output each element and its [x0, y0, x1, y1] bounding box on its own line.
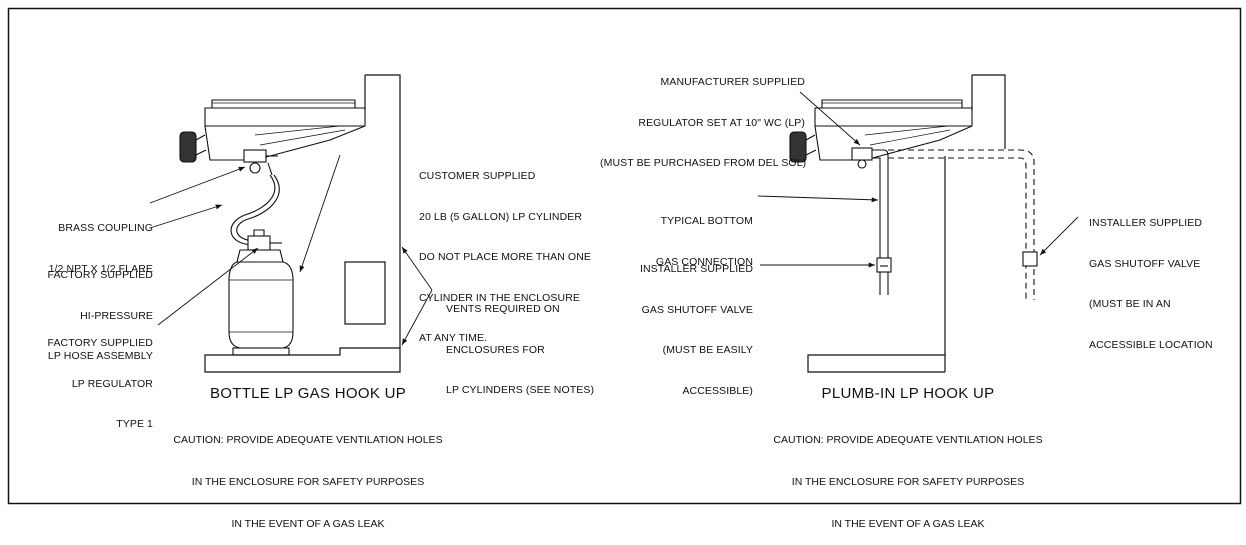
- line-drawing: [7, 7, 1242, 505]
- label-brass-coupling: BRASS COUPLING 1/2 NPT X 1/2 FLARE: [48, 222, 153, 275]
- right-piping: [851, 147, 1038, 300]
- label-regulator: FACTORY SUPPLIED LP REGULATOR TYPE 1: [47, 337, 153, 430]
- label-bottom-connection: TYPICAL BOTTOM GAS CONNECTION: [655, 215, 753, 268]
- label-hose-assembly: FACTORY SUPPLIED HI-PRESSURE LP HOSE ASS…: [47, 269, 153, 362]
- left-grill-head: [179, 99, 366, 163]
- lp-cylinder: [228, 229, 294, 356]
- left-caution: CAUTION: PROVIDE ADEQUATE VENTILATION HO…: [173, 434, 443, 530]
- drawing-frame: BRASS COUPLING 1/2 NPT X 1/2 FLARE FACTO…: [7, 7, 1242, 530]
- right-enclosure: [807, 74, 1006, 373]
- left-leaders: [149, 154, 433, 346]
- left-hose: [230, 149, 280, 246]
- border-frame: [7, 7, 1242, 505]
- right-title: PLUMB-IN LP HOOK UP: [821, 385, 995, 402]
- right-caution: CAUTION: PROVIDE ADEQUATE VENTILATION HO…: [773, 434, 1043, 530]
- left-title: BOTTLE LP GAS HOOK UP: [209, 385, 407, 402]
- label-cylinder: CUSTOMER SUPPLIED 20 LB (5 GALLON) LP CY…: [419, 170, 591, 344]
- label-vents: VENTS REQUIRED ON ENCLOSURES FOR LP CYLI…: [446, 303, 595, 396]
- left-enclosure: [204, 74, 401, 373]
- right-leaders: [757, 91, 1079, 268]
- label-shutoff-inside: INSTALLER SUPPLIED GAS SHUTOFF VALVE (MU…: [639, 263, 753, 397]
- right-grill-head: [789, 99, 973, 163]
- label-shutoff-outside: INSTALLER SUPPLIED GAS SHUTOFF VALVE (MU…: [1089, 217, 1213, 351]
- label-manufacturer-regulator: MANUFACTURER SUPPLIED REGULATOR SET AT 1…: [600, 76, 807, 169]
